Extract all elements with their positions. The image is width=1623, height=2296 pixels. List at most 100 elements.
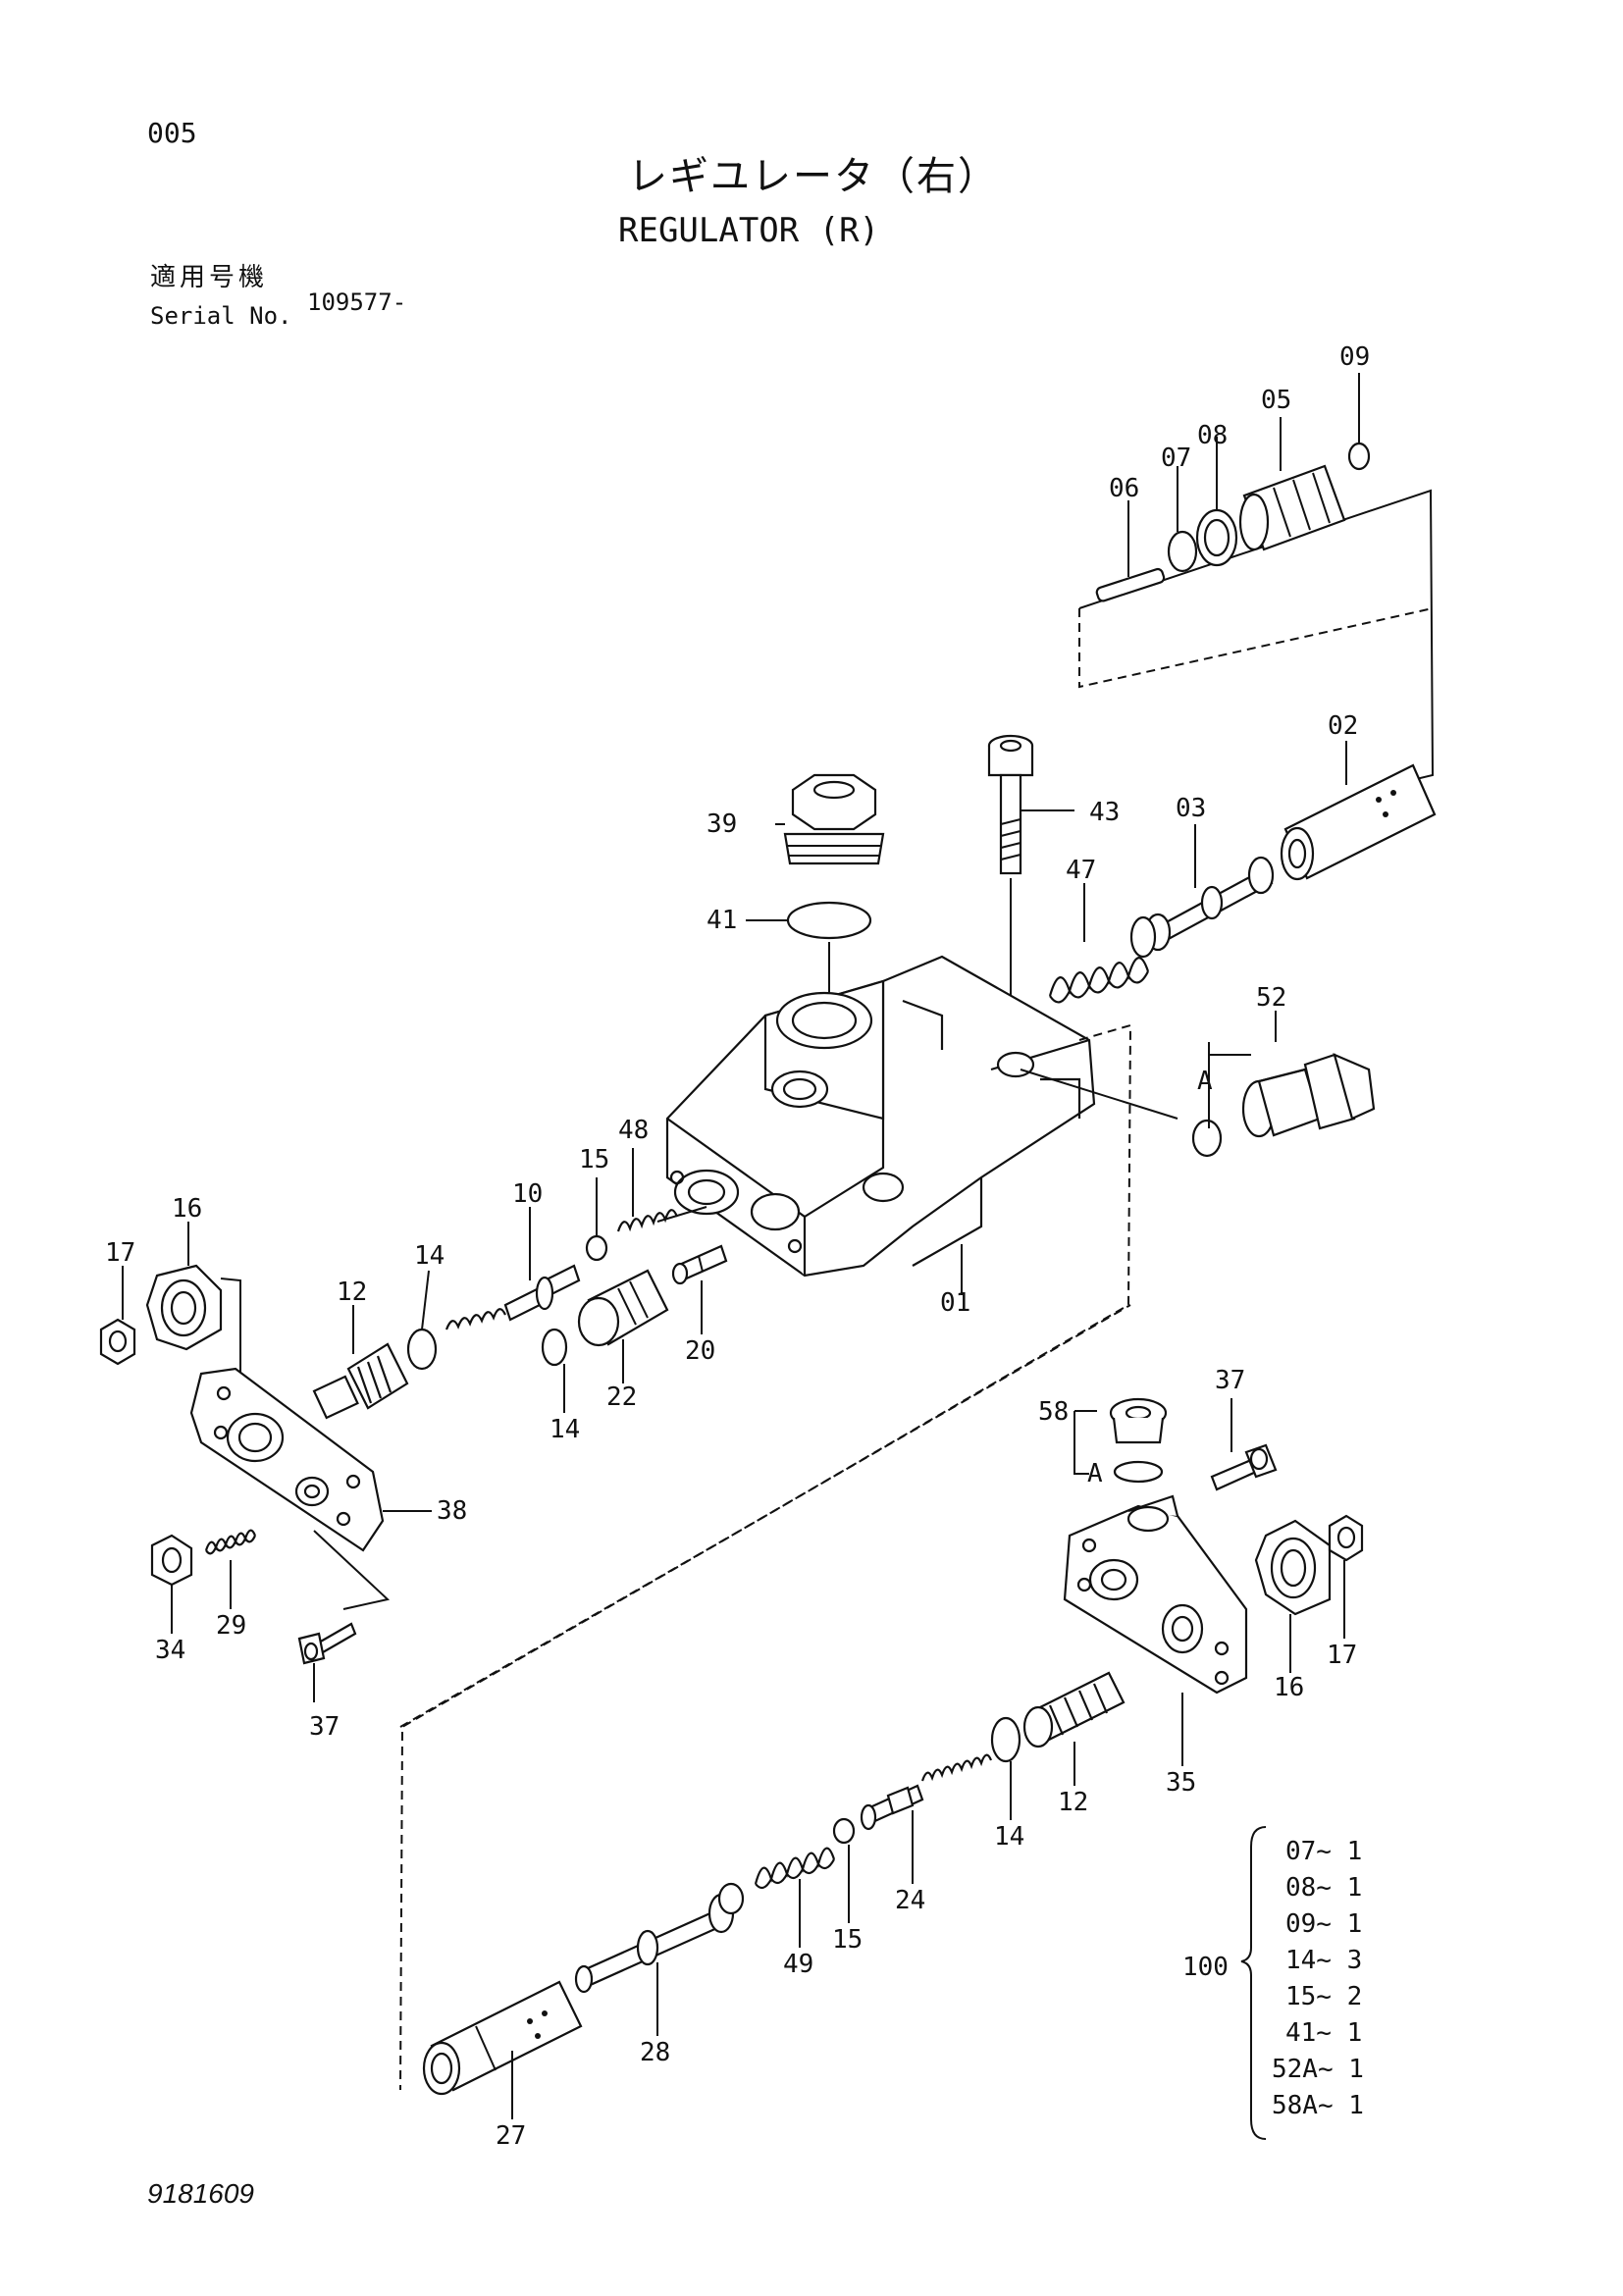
- part-20-pin: [671, 1244, 728, 1285]
- callout-43: 43: [1089, 798, 1120, 827]
- part-22-piston: [577, 1269, 669, 1347]
- part-38-cover: [189, 1367, 385, 1552]
- part-14-ring-lower: [990, 1716, 1021, 1763]
- serial-label-english: Serial No.: [150, 302, 292, 330]
- part-24-stem: [860, 1753, 993, 1831]
- part-16-nut-right: [1254, 1519, 1332, 1616]
- part-52-sensor: [1191, 1053, 1376, 1158]
- part-49-spring: [754, 1847, 836, 1890]
- part-08-ring: [1195, 508, 1238, 567]
- part-14-ring-left: [406, 1328, 438, 1371]
- part-09-ring: [1347, 442, 1371, 471]
- kit-item: 07~ 1: [1285, 1837, 1363, 1866]
- callout-34: 34: [155, 1636, 185, 1665]
- kit-item: 14~ 3: [1285, 1946, 1363, 1975]
- title-japanese: レギユレータ（右）: [628, 154, 999, 199]
- callout-16-left: 16: [172, 1194, 202, 1224]
- part-29-spring: [204, 1529, 257, 1555]
- callout-07: 07: [1161, 444, 1191, 473]
- kit-item: 41~ 1: [1285, 2018, 1363, 2048]
- callout-29: 29: [216, 1611, 246, 1641]
- callout-a-upper: A: [1197, 1067, 1213, 1096]
- callout-39: 39: [707, 809, 737, 839]
- callout-02: 02: [1328, 711, 1358, 741]
- callout-37-left: 37: [309, 1712, 340, 1742]
- callout-38: 38: [437, 1496, 467, 1526]
- leader-lines: [122, 373, 1360, 2119]
- callout-17-left: 17: [105, 1238, 135, 1268]
- part-27-sleeve: [422, 1980, 583, 2096]
- part-15-ring-lower: [832, 1817, 856, 1845]
- part-12-adjuster-left: [312, 1342, 409, 1420]
- callout-09: 09: [1339, 342, 1370, 372]
- serial-label-japanese: 適用号機: [150, 263, 269, 292]
- kit-item: 08~ 1: [1285, 1873, 1363, 1903]
- callout-28: 28: [640, 2038, 670, 2067]
- callout-14-left: 14: [550, 1415, 580, 1444]
- part-06-pin: [1095, 567, 1166, 602]
- serial-number-value: 109577-: [307, 288, 407, 316]
- callout-14-lower: 14: [994, 1822, 1024, 1852]
- callout-37-right: 37: [1215, 1366, 1245, 1395]
- part-02-sleeve: [1280, 763, 1437, 881]
- callout-16-right: 16: [1274, 1673, 1304, 1702]
- part-10-stem: [445, 1264, 581, 1331]
- part-17-nut-right: [1328, 1514, 1364, 1562]
- callout-03: 03: [1176, 794, 1206, 823]
- callout-20: 20: [685, 1336, 715, 1366]
- kit-item: 58A~ 1: [1272, 2091, 1364, 2120]
- part-17-nut-left: [99, 1318, 136, 1366]
- part-07-disc: [1167, 530, 1198, 573]
- part-12-adjuster-right: [1022, 1671, 1126, 1748]
- part-37-bolt-left: [297, 1622, 357, 1665]
- part-47-spring: [1048, 957, 1150, 1004]
- callout-labels: 09 05 07 08 06 02 43 03 39 41 47 52 A 15…: [105, 342, 1370, 2151]
- callout-22: 22: [606, 1383, 637, 1412]
- kit-item: 15~ 2: [1285, 1982, 1363, 2011]
- callout-58: 58: [1038, 1397, 1069, 1427]
- part-01-body: [665, 955, 1096, 1278]
- callout-05: 05: [1261, 386, 1291, 415]
- callout-12-right: 12: [1058, 1788, 1088, 1817]
- part-14-ring-upper: [541, 1328, 568, 1367]
- pilot-group: [1078, 442, 1435, 786]
- sleeve-spool-group: [1048, 763, 1437, 1004]
- callout-a-lower: A: [1087, 1459, 1103, 1488]
- part-05-piston: [1238, 464, 1346, 551]
- callout-52: 52: [1256, 983, 1286, 1013]
- callout-14-upper: 14: [414, 1241, 445, 1271]
- callout-35: 35: [1166, 1768, 1196, 1798]
- part-35-cover: [1063, 1494, 1248, 1695]
- document-number: 9181609: [147, 2178, 255, 2209]
- callout-06: 06: [1109, 474, 1139, 503]
- title-english: REGULATOR (R): [618, 211, 880, 250]
- kit-number: 100: [1182, 1953, 1229, 1982]
- callout-08: 08: [1197, 421, 1228, 450]
- callout-27: 27: [496, 2121, 526, 2151]
- page-number: 005: [147, 117, 197, 149]
- part-39-plug: [783, 773, 885, 865]
- kit-item: 52A~ 1: [1272, 2055, 1364, 2084]
- callout-15-upper: 15: [579, 1145, 609, 1174]
- part-28-spool: [574, 1882, 745, 1994]
- callout-12-left: 12: [337, 1278, 367, 1307]
- kit-brace: [1240, 1826, 1267, 2140]
- part-41-o-ring: [786, 901, 872, 940]
- part-58-plug: [1109, 1397, 1168, 1484]
- part-15-ring: [585, 1234, 608, 1262]
- callout-24: 24: [895, 1886, 925, 1915]
- callout-48: 48: [618, 1116, 649, 1145]
- callout-17-right: 17: [1327, 1641, 1357, 1670]
- part-34-nut: [150, 1534, 193, 1587]
- callout-15-lower: 15: [832, 1925, 863, 1955]
- callout-47: 47: [1066, 856, 1096, 885]
- part-03-spool: [1129, 856, 1275, 959]
- callout-10: 10: [512, 1179, 543, 1209]
- callout-49: 49: [783, 1950, 813, 1979]
- callout-41: 41: [707, 906, 737, 935]
- kit-item: 09~ 1: [1285, 1909, 1363, 1939]
- callout-01: 01: [940, 1288, 970, 1318]
- part-48-spring: [616, 1206, 707, 1232]
- part-16-nut-left: [145, 1264, 223, 1351]
